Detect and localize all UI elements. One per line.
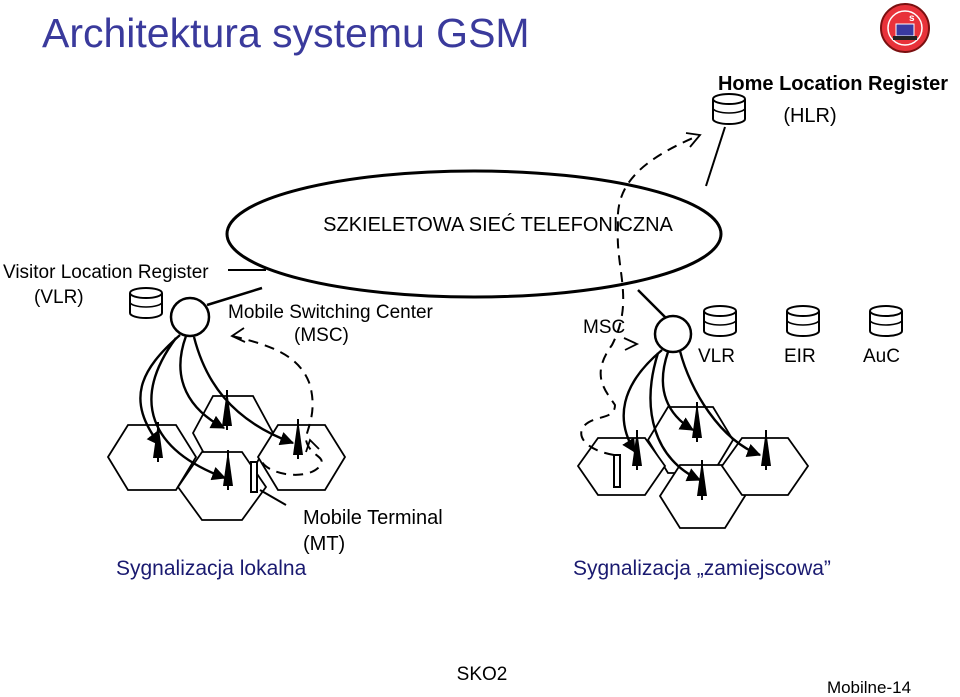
hlr-link <box>705 126 726 187</box>
msc-right-label: MSC <box>583 317 625 338</box>
auc-database-icon <box>869 305 903 337</box>
right-msc-bts-links <box>622 349 762 482</box>
hlr-name: Home Location Register <box>718 73 948 95</box>
right-cells <box>576 406 810 529</box>
mt-name: Mobile Terminal <box>303 507 443 529</box>
msc-left-name: Mobile Switching Center <box>228 302 434 323</box>
msc-left-link <box>206 286 263 307</box>
footer-right: Mobilne-14 <box>827 678 911 697</box>
hlr-database-icon <box>712 93 746 125</box>
backbone-label: SZKIELETOWA SIEĆ TELEFONICZNA <box>323 213 673 236</box>
left-msc-bts-links <box>139 334 295 481</box>
vlr-left-name: Visitor Location Register <box>3 262 209 283</box>
footer-center: SKO2 <box>457 664 508 685</box>
msc-left-abbr: (MSC) <box>294 325 349 346</box>
eir-database-icon <box>786 305 820 337</box>
backbone-network <box>225 169 723 299</box>
mt-leader <box>259 489 287 506</box>
vlr-right-database-icon <box>703 305 737 337</box>
local-signaling-path <box>231 335 323 476</box>
local-signaling-arrow <box>305 438 320 453</box>
signal-remote-label: Sygnalizacja „zamiejscowa” <box>573 557 831 580</box>
vlr-left-abbr: (VLR) <box>34 287 84 308</box>
db-label-auc: AuC <box>863 346 900 367</box>
remote-signaling-arrow <box>685 132 702 148</box>
page-title: Architektura systemu GSM <box>42 10 530 56</box>
db-label-eir: EIR <box>784 346 816 367</box>
remote-signaling-arrow <box>623 337 640 351</box>
signal-local-label: Sygnalizacja lokalna <box>116 557 307 580</box>
remote-signaling-path <box>580 134 701 456</box>
svg-text:s: s <box>909 13 915 24</box>
logo-icon: s <box>880 3 930 53</box>
local-signaling-arrow <box>230 327 246 343</box>
msc-right-node <box>653 314 693 354</box>
vlr-left-database-icon <box>129 287 163 319</box>
mt-abbr: (MT) <box>303 533 345 555</box>
mobile-terminal-icon <box>613 454 621 488</box>
hlr-abbr: (HLR) <box>783 105 836 127</box>
left-cells <box>106 395 347 521</box>
db-label-vlr: VLR <box>698 346 735 367</box>
mobile-terminal-icon <box>250 461 258 493</box>
msc-left-node <box>169 296 211 338</box>
